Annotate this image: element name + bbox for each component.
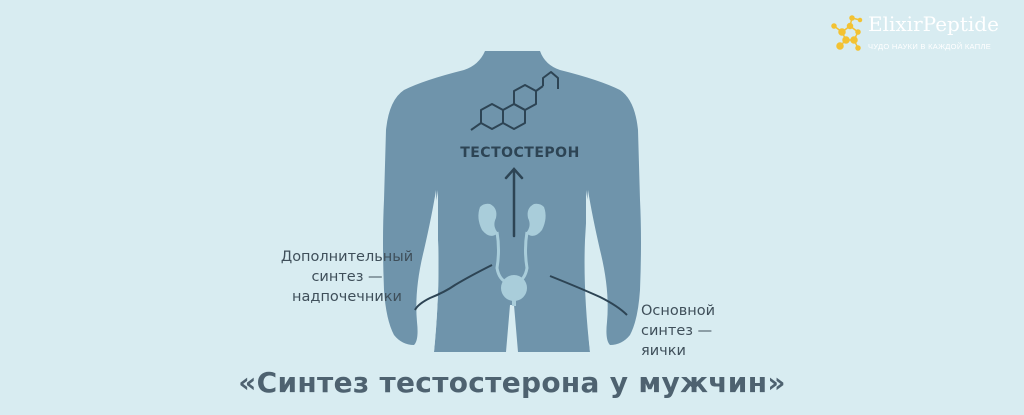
label-testes-synthesis: Основной синтез — яички	[641, 301, 751, 361]
label-adrenal-synthesis: Дополнительный синтез — надпочечники	[272, 247, 422, 307]
label-line: синтез —	[311, 269, 383, 285]
kidneys-icon	[478, 203, 546, 236]
arm-gap-left	[420, 190, 439, 352]
brand-tagline: ЧУДО НАУКИ В КАЖДОЙ КАПЛЕ	[868, 42, 991, 51]
body-silhouette-icon	[383, 51, 641, 352]
label-line: Дополнительный	[280, 249, 414, 265]
bladder-icon	[501, 275, 527, 301]
steroid-molecule-icon	[470, 71, 559, 131]
hormone-label: ТЕСТОСТЕРОН	[460, 145, 580, 161]
pointer-line-adrenal	[414, 264, 493, 311]
label-line: яички	[641, 343, 686, 359]
ureter-left	[495, 231, 509, 285]
label-line: надпочечники	[292, 289, 402, 305]
up-arrow-icon	[504, 167, 524, 238]
label-line: Основной	[641, 303, 716, 319]
brand-name: ElixirPeptide	[868, 12, 999, 36]
molecule-icon	[831, 15, 863, 51]
label-line: синтез —	[641, 323, 713, 339]
arm-gap-right	[585, 190, 604, 352]
pointer-line-testes	[549, 275, 628, 316]
urethra	[512, 299, 516, 306]
brand-logo: ElixirPeptide ЧУДО НАУКИ В КАЖДОЙ КАПЛЕ	[826, 12, 1016, 60]
page-title: «Синтез тестостерона у мужчин»	[238, 366, 786, 399]
